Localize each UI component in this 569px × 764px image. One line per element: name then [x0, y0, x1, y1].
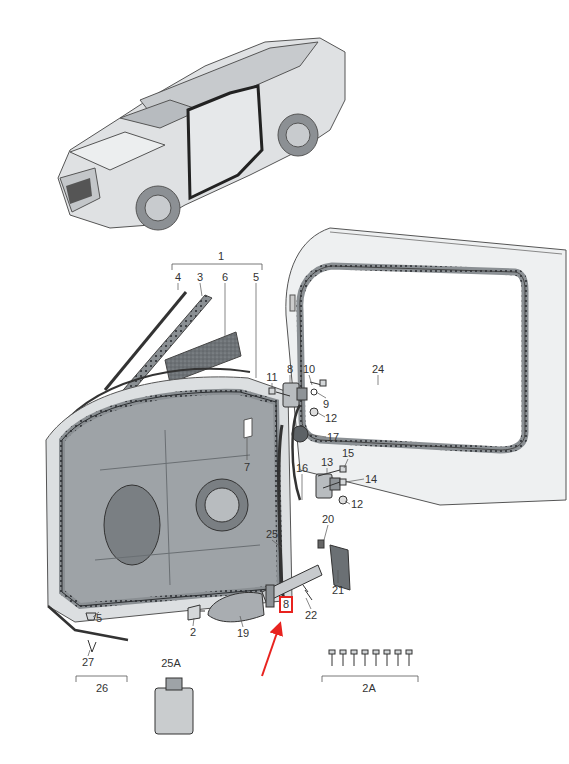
callout-number: 2A [361, 682, 376, 695]
callout-number: 19 [236, 627, 250, 640]
callout-number: 1 [217, 250, 225, 263]
callout-number: 27 [81, 656, 95, 669]
callout-number: 8 [283, 599, 289, 610]
callout-number: 16 [295, 462, 309, 475]
door-shell [46, 377, 292, 622]
callout-number: 12 [324, 412, 338, 425]
callout-number: 11 [265, 371, 278, 384]
callout-number: 24 [371, 363, 385, 376]
callout-number: 7 [243, 461, 251, 474]
callout-number: 2 [189, 626, 197, 639]
callout-number: 10 [302, 363, 316, 376]
callout-number: 8 [286, 363, 294, 376]
callout-number: 13 [320, 456, 334, 469]
callout-number: 5 [95, 612, 103, 625]
hinges [283, 383, 347, 504]
callout-number: 6 [221, 271, 229, 284]
pointer-arrow [262, 624, 280, 676]
leader-lines [88, 283, 378, 656]
callout-number: 26 [95, 682, 109, 695]
adhesive-bottle [155, 678, 193, 734]
callout-number: 3 [196, 271, 204, 284]
callout-number: 14 [364, 473, 378, 486]
highlight-box: 8 [279, 596, 293, 613]
callout-number: 22 [304, 609, 318, 622]
callout-number: 25 [265, 528, 279, 541]
callout-number: 9 [322, 398, 330, 411]
callout-number: 20 [321, 513, 335, 526]
callout-number: 12 [350, 498, 364, 511]
callout-number: 25A [160, 657, 182, 670]
callout-number: 5 [252, 271, 260, 284]
screw-set [329, 650, 412, 666]
body-side [286, 228, 566, 505]
callout-number: 21 [331, 584, 345, 597]
car-overview [58, 38, 345, 230]
callout-number: 17 [326, 431, 340, 444]
callout-number: 15 [341, 447, 355, 460]
door-check [86, 540, 350, 622]
bolts [269, 380, 346, 488]
door-seal [48, 606, 128, 652]
callout-number: 4 [174, 271, 182, 284]
